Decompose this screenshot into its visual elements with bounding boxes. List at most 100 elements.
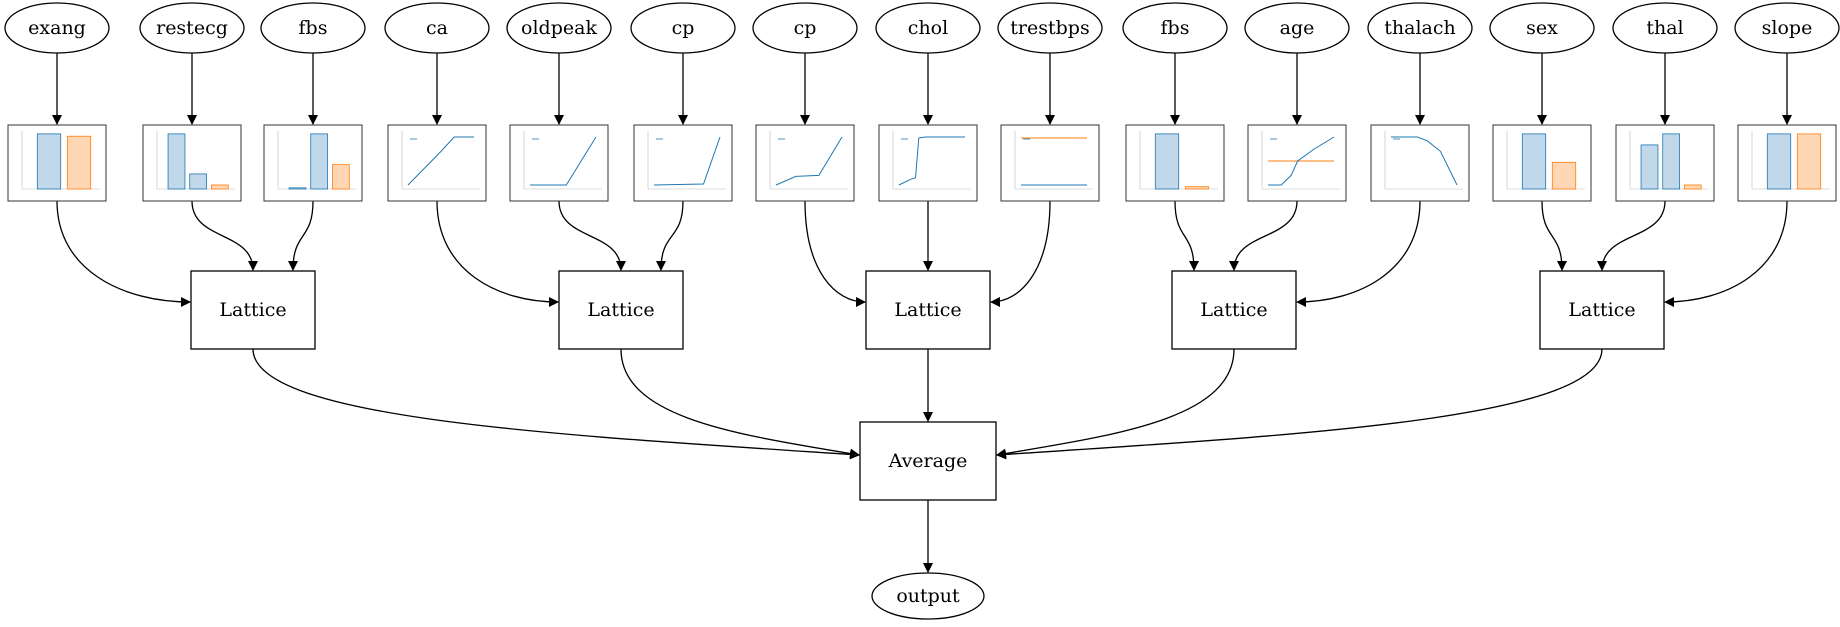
plot-bar: [1662, 133, 1681, 190]
edge-plot-to-lattice: [1174, 200, 1199, 271]
input-node-label: thal: [1646, 17, 1683, 39]
plot-line: [775, 136, 843, 186]
plot-bar: [1796, 133, 1822, 190]
input-node-label: cp: [794, 17, 817, 39]
plot-line: [1391, 136, 1458, 186]
edge-plot-to-lattice: [656, 200, 684, 271]
lattice-node-label: Lattice: [587, 299, 654, 321]
calibration-plot: [509, 124, 609, 202]
lattice-node: [558, 270, 684, 350]
plot-frame: [1370, 124, 1470, 202]
edge-plot-to-lattice: [1296, 200, 1421, 307]
edge-lattice-to-average: [252, 348, 860, 460]
input-node-thalach: [1367, 2, 1473, 54]
plot-frame: [633, 124, 733, 202]
calibration-plot: [878, 124, 978, 202]
edge-plot-to-lattice: [1597, 200, 1666, 271]
lattice-node-label: Lattice: [1200, 299, 1267, 321]
input-node-exang: [4, 2, 110, 54]
calibration-plot: [1370, 124, 1470, 202]
plot-frame: [1000, 124, 1100, 202]
input-node-trestbps: [997, 2, 1103, 54]
edge-plot-to-lattice: [1664, 200, 1788, 307]
input-node-oldpeak: [506, 2, 612, 54]
edge-plot-to-lattice: [288, 200, 314, 271]
plot-frame: [755, 124, 855, 202]
input-node-slope: [1734, 2, 1840, 54]
plot-line: [653, 136, 721, 186]
calibration-plot: [1492, 124, 1592, 202]
output-node-label: output: [896, 585, 960, 607]
calibration-plot: [755, 124, 855, 202]
calibration-plot: [1000, 124, 1100, 202]
edge-plot-to-lattice: [436, 200, 559, 307]
input-node-cp: [752, 2, 858, 54]
edge-plot-to-lattice: [1541, 200, 1567, 271]
input-node-chol: [875, 2, 981, 54]
plot-bar: [1521, 133, 1547, 190]
input-node-label: cp: [672, 17, 695, 39]
edge-plot-to-lattice: [990, 200, 1051, 307]
plot-frame: [387, 124, 487, 202]
average-node-label: Average: [888, 450, 968, 472]
input-node-label: fbs: [299, 17, 328, 39]
plot-bar: [36, 133, 62, 190]
input-node-label: ca: [426, 17, 448, 39]
calibration-plot: [7, 124, 107, 202]
lattice-node: [190, 270, 316, 350]
average-node: [859, 421, 997, 501]
lattice-node: [865, 270, 991, 350]
input-node-label: thalach: [1384, 17, 1455, 39]
plot-bar: [331, 164, 350, 190]
calibration-plot: [1125, 124, 1225, 202]
plot-line: [530, 136, 597, 186]
input-node-label: exang: [28, 17, 86, 39]
plot-frame: [509, 124, 609, 202]
calibration-plot: [387, 124, 487, 202]
plot-frame: [142, 124, 242, 202]
input-node-label: age: [1280, 17, 1315, 39]
input-node-label: slope: [1762, 17, 1813, 39]
lattice-node: [1171, 270, 1297, 350]
input-node-label: chol: [908, 17, 948, 39]
calibration-plot: [1615, 124, 1715, 202]
plot-bar: [1551, 161, 1577, 190]
edges: [52, 52, 1792, 573]
input-node-fbs: [260, 2, 366, 54]
input-node-thal: [1612, 2, 1718, 54]
edge-plot-to-lattice: [56, 200, 191, 307]
input-node-label: restecg: [156, 17, 228, 39]
input-node-sex: [1489, 2, 1595, 54]
calibration-plot: [1737, 124, 1837, 202]
input-node-restecg: [139, 2, 245, 54]
plot-bar: [189, 173, 208, 190]
plot-line: [1268, 136, 1335, 186]
plot-line: [407, 136, 474, 186]
lattice-node-label: Lattice: [219, 299, 286, 321]
calibration-plot: [633, 124, 733, 202]
lattice-node: [1539, 270, 1665, 350]
edge-lattice-to-average: [996, 348, 1235, 459]
plot-bar: [1184, 186, 1210, 190]
edge-plot-to-lattice: [804, 200, 866, 307]
plot-frame: [878, 124, 978, 202]
lattice-node-label: Lattice: [894, 299, 961, 321]
calibration-plot: [142, 124, 242, 202]
plot-bar: [1766, 133, 1792, 190]
plot-bar: [288, 187, 307, 190]
edge-plot-to-lattice: [1229, 200, 1298, 271]
plot-bar: [1683, 184, 1702, 190]
plot-bar: [1154, 133, 1180, 190]
output-node: [871, 572, 985, 620]
edge-plot-to-lattice: [558, 200, 626, 271]
plot-bar: [310, 133, 329, 190]
edge-lattice-to-average: [996, 348, 1603, 460]
input-node-label: trestbps: [1010, 17, 1089, 39]
plot-bar: [167, 133, 186, 190]
input-node-age: [1244, 2, 1350, 54]
input-node-label: sex: [1526, 17, 1558, 39]
plot-line: [898, 136, 965, 186]
plot-bar: [210, 184, 229, 190]
